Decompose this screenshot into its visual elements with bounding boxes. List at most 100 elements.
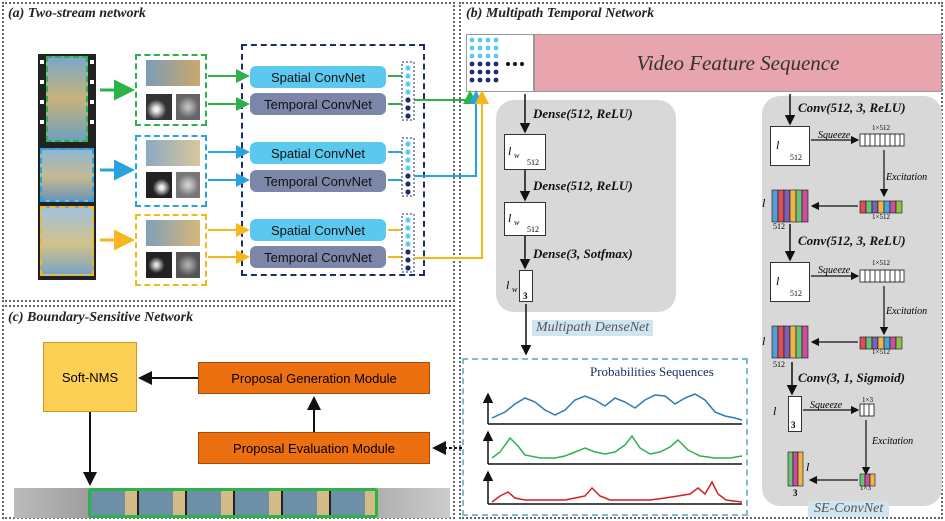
rgb-thumb-blue (146, 140, 200, 166)
conv-feature-1 (770, 126, 810, 166)
vec-label-3: 1×512 (872, 259, 890, 267)
lw-label: l (508, 144, 512, 158)
dim-rescaled-2: 512 (773, 360, 785, 369)
dim-conv2: 512 (790, 289, 802, 298)
pgm-label: Proposal Generation Module (231, 370, 397, 386)
pem-label: Proposal Evaluation Module (233, 440, 395, 456)
vec-label-5: 1×3 (862, 396, 873, 404)
lw-rescaled-2: l (762, 334, 766, 348)
probability-curve-start (491, 393, 743, 421)
video-feature-label: Video Feature Sequence (636, 50, 840, 75)
convnet-container (241, 44, 425, 276)
lw-sub: w (514, 218, 520, 227)
soft-nms-box: Soft-NMS (43, 342, 137, 412)
rgb-thumb-yellow (146, 220, 200, 246)
spatial-convnet-1: Spatial ConvNet (250, 66, 386, 88)
excitation-label-1: Excitation (886, 172, 928, 183)
multipath-densenet-label: Multipath DenseNet (532, 320, 654, 336)
conv-feature-3 (788, 396, 802, 432)
vec-label-2: 1×512 (872, 213, 890, 221)
panel-a-title: (a) Two-stream network (8, 6, 146, 21)
dim-rescaled-3: 3 (793, 488, 798, 498)
panel-c-title: (c) Boundary-Sensitive Network (8, 310, 194, 325)
panel-multipath (459, 2, 943, 519)
feature-vectors (401, 61, 415, 273)
film-frames-blue (40, 148, 94, 202)
conv-layer-2: Conv(512, 3, ReLU) (798, 233, 906, 248)
vec-label-6: 1×3 (860, 484, 871, 492)
panel-b-title: (b) Multipath Temporal Network (466, 6, 655, 21)
dense-layer-2: Dense(512, ReLU) (533, 178, 633, 193)
excitation-label-2: Excitation (886, 306, 928, 317)
dim-512: 512 (527, 158, 539, 167)
probability-axes (482, 392, 742, 505)
dense-layer-3: Dense(3, Sotfmax) (533, 246, 633, 261)
spatial-convnet-3: Spatial ConvNet (250, 219, 386, 241)
conv-layer-1: Conv(512, 3, ReLU) (798, 100, 906, 115)
squeeze-label-1: Squeeze (818, 130, 851, 141)
stream-arrow-blue (414, 90, 483, 177)
dense-feature-1: l w 512 (504, 134, 546, 170)
flow-thumb-blue-2 (176, 172, 200, 198)
probability-curve-end (491, 480, 743, 503)
squeeze-label-2: Squeeze (818, 265, 851, 276)
frames-group-green (135, 54, 207, 126)
stream-arrow-green (414, 90, 477, 104)
lw-label: l (508, 211, 512, 225)
lw-rescaled-3: l (806, 460, 810, 474)
flow-thumb-green-1 (146, 94, 172, 120)
temporal-convnet-1: Temporal ConvNet (250, 93, 386, 115)
panel-two-stream (2, 2, 455, 302)
dim-conv3: 3 (791, 420, 796, 430)
lw-conv2: l (776, 274, 780, 288)
dim-conv1: 512 (790, 153, 802, 162)
soft-nms-label: Soft-NMS (61, 369, 119, 385)
conv-layer-3: Conv(3, 1, Sigmoid) (798, 370, 905, 385)
dense-layer-1: Dense(512, ReLU) (533, 106, 633, 121)
panel-bsn (2, 305, 455, 519)
sequence-dots (469, 37, 524, 83)
film-frames-yellow (40, 206, 94, 276)
dim-3: 3 (523, 291, 528, 301)
vec-label-1: 1×512 (872, 124, 890, 132)
film-frames-green (46, 56, 88, 142)
lw-rescaled-1: l (762, 196, 766, 210)
flow-thumb-yellow-2 (176, 252, 200, 278)
probabilities-label: Probabilities Sequences (590, 364, 714, 379)
flow-thumb-green-2 (176, 94, 200, 120)
se-convnet-label: SE-ConvNet (808, 501, 890, 517)
film-sprockets (40, 60, 94, 124)
dense-feature-2: l w 512 (504, 202, 546, 236)
squeeze-vectors (859, 133, 905, 417)
lw-output-sub: w (512, 285, 518, 294)
probabilities-panel (462, 358, 748, 516)
video-feature-sequence: Video Feature Sequence (534, 34, 942, 92)
lw-output-label: l (506, 278, 510, 292)
vec-label-4: 1×512 (872, 348, 890, 356)
spatial-convnet-2: Spatial ConvNet (250, 142, 386, 164)
lw-conv1: l (776, 138, 780, 152)
proposal-generation-module: Proposal Generation Module (198, 362, 430, 394)
temporal-convnet-3: Temporal ConvNet (250, 246, 386, 268)
conv-feature-2 (770, 262, 810, 302)
probability-curve-action (491, 434, 743, 459)
rescaled-feature-maps (771, 189, 809, 487)
dim-rescaled-1: 512 (773, 222, 785, 231)
rgb-thumb-green (146, 60, 200, 86)
flow-thumb-blue-1 (146, 172, 172, 198)
lw-sub: w (514, 151, 520, 160)
stream-arrow-yellow (414, 90, 489, 259)
proposal-evaluation-module: Proposal Evaluation Module (198, 432, 430, 464)
frames-group-blue (135, 135, 207, 207)
excitation-vectors (859, 200, 903, 487)
flow-thumb-yellow-1 (146, 252, 172, 278)
dense-output: 3 (519, 270, 533, 302)
frames-group-yellow (135, 214, 207, 286)
detected-proposal-frames (88, 488, 378, 518)
lw-conv3: l (773, 404, 777, 418)
dim-512: 512 (527, 225, 539, 234)
excitation-label-3: Excitation (872, 436, 914, 447)
temporal-convnet-2: Temporal ConvNet (250, 170, 386, 192)
squeeze-label-3: Squeeze (810, 400, 843, 411)
